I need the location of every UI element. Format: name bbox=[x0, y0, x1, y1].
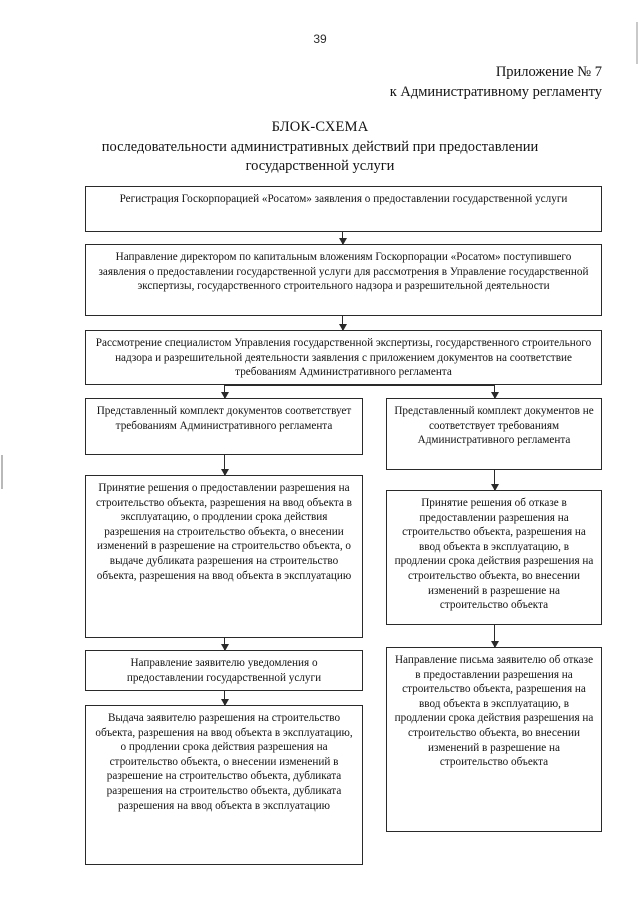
flow-node-text: Представленный комплект документов соотв… bbox=[96, 405, 352, 432]
flow-node-text: Принятие решения о предоставлении разреш… bbox=[96, 482, 352, 582]
flow-node-text: Рассмотрение специалистом Управления гос… bbox=[95, 337, 592, 379]
flow-node-text: Принятие решения об отказе в предоставле… bbox=[394, 497, 594, 612]
scan-artifact-left bbox=[1, 455, 3, 489]
flow-node-text: Выдача заявителю разрешения на строитель… bbox=[95, 712, 353, 812]
flow-node-decision-grant: Принятие решения о предоставлении разреш… bbox=[85, 475, 363, 638]
flow-node-direction-to-department: Направление директором по капитальным вл… bbox=[85, 244, 602, 316]
appendix-line-2: к Административному регламенту bbox=[389, 84, 602, 100]
title-line-1: БЛОК-СХЕМА bbox=[271, 119, 369, 135]
title-line-2: последовательности административных дейс… bbox=[101, 138, 539, 155]
connector-n3-n5 bbox=[494, 385, 496, 398]
connector-n3-n4 bbox=[224, 385, 226, 398]
flow-node-review-by-specialist: Рассмотрение специалистом Управления гос… bbox=[85, 330, 602, 385]
flow-node-issue-permit: Выдача заявителю разрешения на строитель… bbox=[85, 705, 363, 865]
flow-node-text: Регистрация Госкорпорацией «Росатом» зая… bbox=[119, 193, 568, 205]
scan-artifact-right bbox=[636, 22, 638, 64]
appendix-line-1: Приложение № 7 bbox=[495, 64, 602, 80]
connector-n8-n10 bbox=[224, 691, 226, 705]
connector-n6-n8 bbox=[224, 638, 226, 650]
connector-n2-n3 bbox=[342, 316, 344, 330]
flow-node-registration: Регистрация Госкорпорацией «Росатом» зая… bbox=[85, 186, 602, 232]
page-number: 39 bbox=[313, 32, 327, 46]
flow-node-decision-refusal: Принятие решения об отказе в предоставле… bbox=[386, 490, 602, 625]
connector-n1-n2 bbox=[342, 232, 344, 244]
flow-node-text: Направление письма заявителю об отказе в… bbox=[394, 654, 594, 769]
flow-node-refusal-letter: Направление письма заявителю об отказе в… bbox=[386, 647, 602, 832]
connector-branch-horizontal bbox=[224, 385, 495, 387]
flow-node-text: Направление заявителю уведомления о пред… bbox=[126, 657, 322, 684]
title-line-3: государственной услуги bbox=[245, 158, 395, 174]
flow-node-documents-non-compliant: Представленный комплект документов не со… bbox=[386, 398, 602, 470]
flow-node-text: Направление директором по капитальным вл… bbox=[98, 251, 589, 293]
connector-n5-n7 bbox=[494, 470, 496, 490]
appendix-heading: Приложение № 7 к Административному регла… bbox=[390, 62, 602, 102]
flow-node-text: Представленный комплект документов не со… bbox=[394, 405, 594, 447]
connector-n4-n6 bbox=[224, 455, 226, 475]
page-title: БЛОК-СХЕМА последовательности администра… bbox=[0, 118, 640, 177]
flow-node-documents-compliant: Представленный комплект документов соотв… bbox=[85, 398, 363, 455]
connector-n7-n9 bbox=[494, 625, 496, 647]
flow-node-notification-to-applicant: Направление заявителю уведомления о пред… bbox=[85, 650, 363, 691]
